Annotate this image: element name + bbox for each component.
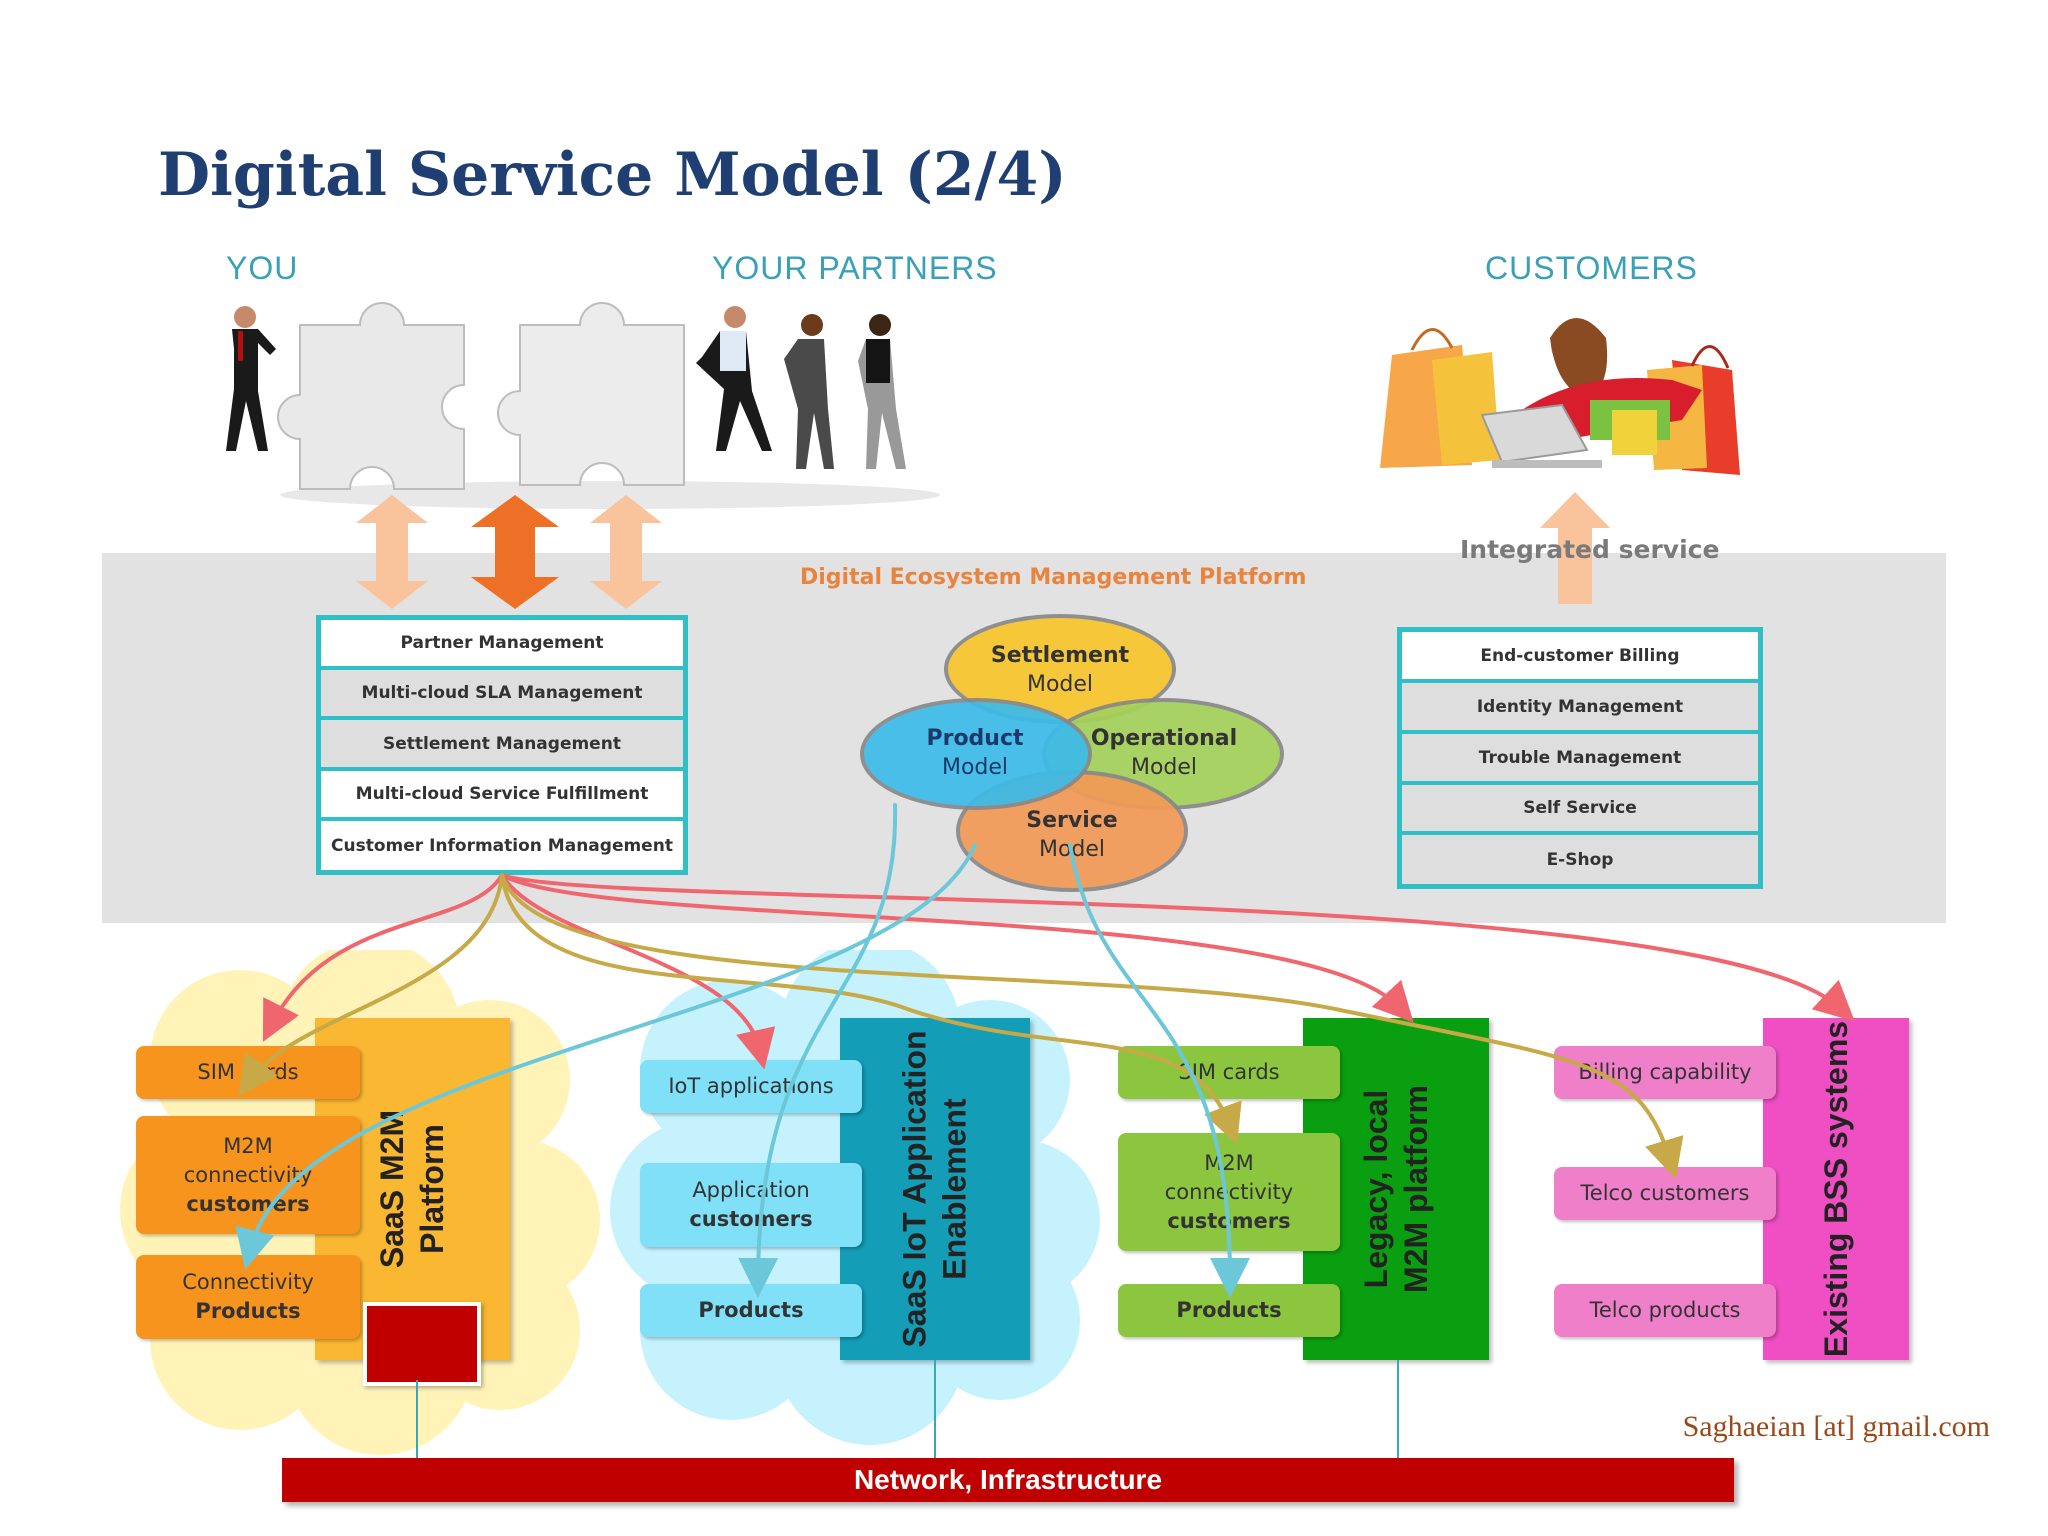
telco-products-box: Telco products xyxy=(1554,1284,1776,1337)
list-item: Multi-cloud Service Fulfillment xyxy=(321,771,683,821)
list-item: Self Service xyxy=(1402,785,1758,835)
partner-functions-list: Partner Management Multi-cloud SLA Manag… xyxy=(316,615,688,875)
integrated-service-label: Integrated service xyxy=(1460,535,1720,564)
list-item: Settlement Management xyxy=(321,720,683,771)
double-arrow-icon xyxy=(356,495,428,609)
platform-title: Digital Ecosystem Management Platform xyxy=(800,565,1307,590)
author-email: Saghaeian [at] gmail.com xyxy=(1682,1410,1990,1443)
list-item: Identity Management xyxy=(1402,683,1758,734)
group-label-customers: CUSTOMERS xyxy=(1485,250,1698,286)
list-item: End-customer Billing xyxy=(1402,632,1758,683)
existing-bss-block: Existing BSS systems xyxy=(1763,1018,1909,1360)
list-item: Multi-cloud SLA Management xyxy=(321,670,683,720)
double-arrow-icon xyxy=(590,495,662,609)
list-item: E-Shop xyxy=(1402,835,1758,884)
sim-cards-box: SIM cards xyxy=(1118,1046,1340,1099)
billing-capability-box: Billing capability xyxy=(1554,1046,1776,1099)
network-connector-block xyxy=(363,1302,481,1386)
network-infrastructure-bar: Network, Infrastructure xyxy=(282,1458,1734,1502)
telco-customers-box: Telco customers xyxy=(1554,1167,1776,1220)
partner-link-arrows xyxy=(356,495,662,609)
puzzle-partners-illustration xyxy=(226,302,940,509)
list-item: Trouble Management xyxy=(1402,734,1758,785)
customer-shopping-illustration xyxy=(1380,318,1740,475)
group-label-partners: YOUR PARTNERS xyxy=(712,250,998,286)
list-item: Partner Management xyxy=(321,620,683,670)
product-model-oval xyxy=(860,698,1092,810)
double-arrow-icon xyxy=(471,495,559,609)
page-title: Digital Service Model (2/4) xyxy=(158,140,1067,210)
customer-functions-list: End-customer Billing Identity Management… xyxy=(1397,627,1763,889)
group-label-you: YOU xyxy=(226,250,299,286)
list-item: Customer Information Management xyxy=(331,835,673,856)
integrated-service-arrow xyxy=(1540,492,1610,604)
up-arrow-icon xyxy=(1540,492,1610,604)
